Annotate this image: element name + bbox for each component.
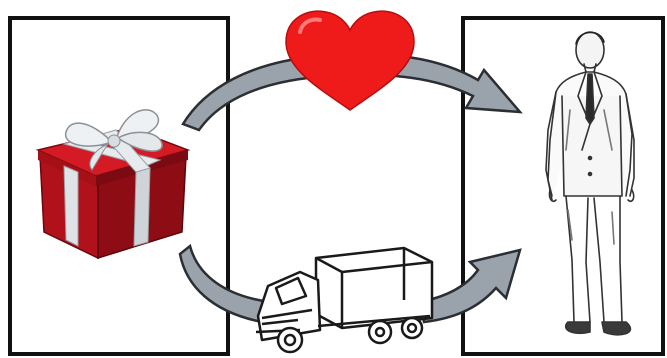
heart-icon — [286, 11, 414, 110]
man-in-suit-illustration — [546, 32, 634, 335]
gift-box-icon — [38, 110, 188, 258]
delivery-truck-icon — [256, 248, 432, 352]
